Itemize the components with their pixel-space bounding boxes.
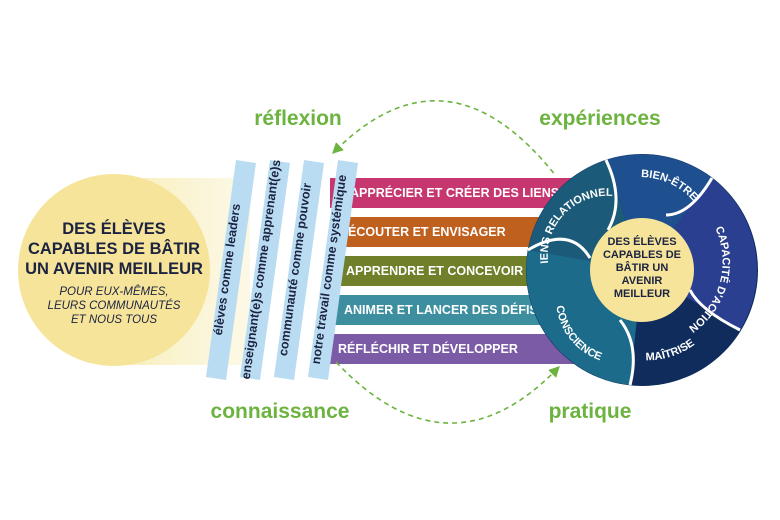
wheel-center-line-4: AVENIR bbox=[622, 275, 663, 287]
goal-title-line-1: DES ÉLÈVES bbox=[62, 219, 166, 238]
cycle-label-reflexion: réflexion bbox=[254, 107, 342, 130]
wheel-center-line-3: BÂTIR UN bbox=[616, 261, 669, 274]
bar-4-label: ANIMER ET LANCER DES DÉFIS bbox=[344, 302, 538, 317]
cycle-arc-bottom bbox=[335, 361, 560, 424]
bar-1-label: APPRÉCIER ET CRÉER DES LIENS bbox=[350, 185, 559, 200]
wheel-center-line-5: MEILLEUR bbox=[614, 288, 670, 300]
wheel-segment-capacite bbox=[642, 178, 757, 330]
bar-1 bbox=[330, 178, 580, 208]
strip-3 bbox=[274, 160, 324, 380]
goal-title: DES ÉLÈVES CAPABLES DE BÂTIR UN AVENIR M… bbox=[25, 219, 203, 278]
wheel-center-line-2: CAPABLES DE bbox=[603, 249, 681, 261]
goal-circle bbox=[18, 174, 210, 366]
bar-5-label: RÉFLÉCHIR ET DÉVELOPPER bbox=[338, 341, 518, 356]
cycle-label-connaissance: connaissance bbox=[211, 400, 350, 423]
goal-sub-line-1: POUR EUX-MÊMES, bbox=[59, 285, 168, 298]
bar-2-label: ÉCOUTER ET ENVISAGER bbox=[348, 224, 506, 239]
wheel-center bbox=[590, 218, 694, 322]
cycle-label-experiences: expériences bbox=[539, 107, 660, 130]
cycle-arrows bbox=[332, 100, 560, 424]
goal-title-line-2: CAPABLES DE BÂTIR bbox=[28, 239, 200, 258]
strip-4 bbox=[308, 160, 358, 380]
cycle-arc-top bbox=[332, 100, 557, 177]
goal-sub-line-3: ET NOUS TOUS bbox=[71, 314, 157, 326]
strip-2 bbox=[240, 160, 290, 380]
goal-sub-line-2: LEURS COMMUNAUTÉS bbox=[48, 299, 181, 312]
goal-subtitle: POUR EUX-MÊMES, LEURS COMMUNAUTÉS ET NOU… bbox=[48, 285, 181, 326]
wheel-segment-bien-etre bbox=[606, 154, 712, 270]
wheel-swirls bbox=[527, 159, 741, 386]
goal-title-line-3: UN AVENIR MEILLEUR bbox=[25, 260, 203, 278]
bar-5 bbox=[320, 334, 580, 364]
wheel-center-line-1: DES ÉLÈVES bbox=[607, 235, 676, 248]
bar-3-label: APPRENDRE ET CONCEVOIR bbox=[346, 264, 523, 278]
strip-1 bbox=[206, 160, 256, 380]
cycle-label-pratique: pratique bbox=[549, 400, 632, 423]
